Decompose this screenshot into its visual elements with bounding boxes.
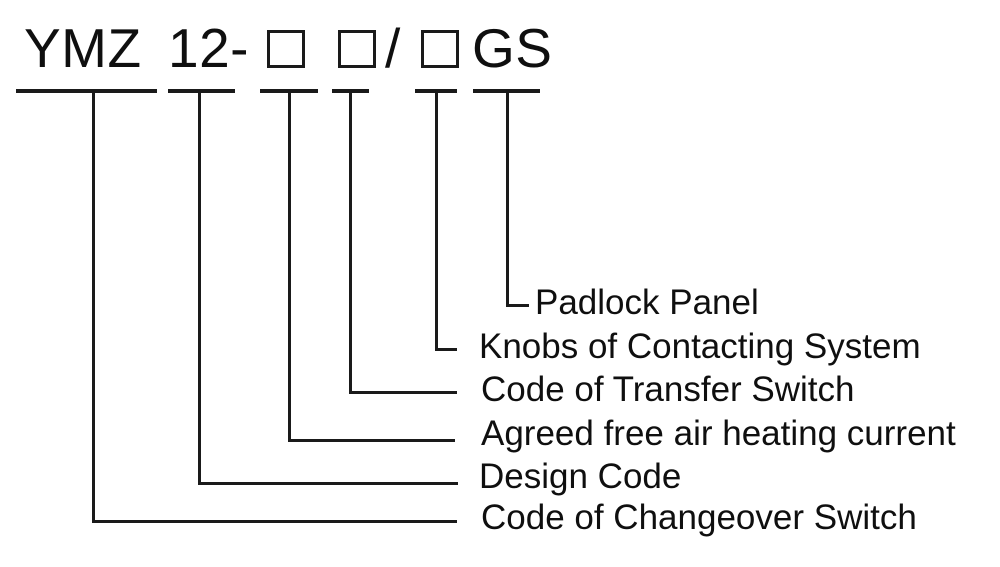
leader-vline-knobs — [435, 93, 438, 351]
leader-vline-changeover — [92, 93, 95, 523]
underline-design — [168, 89, 235, 93]
leader-hline-knobs — [435, 348, 457, 351]
leader-vline-agreed — [288, 93, 291, 442]
underline-box2 — [332, 89, 369, 93]
model-separator-text: / — [385, 17, 401, 79]
leader-hline-changeover — [92, 520, 457, 523]
label-code-of-transfer-switch: Code of Transfer Switch — [481, 370, 855, 409]
leader-hline-padlock — [506, 304, 529, 307]
leader-hline-agreed — [288, 439, 455, 442]
leader-hline-design — [198, 482, 458, 485]
model-suffix-text: GS — [472, 17, 553, 79]
placeholder-box-knobs-icon — [421, 30, 459, 68]
leader-hline-transfer — [349, 391, 457, 394]
label-code-of-changeover-switch: Code of Changeover Switch — [481, 498, 917, 537]
underline-box3 — [415, 89, 457, 93]
underline-suffix — [473, 89, 540, 93]
label-knobs-of-contacting-system: Knobs of Contacting System — [479, 327, 921, 366]
model-series-text: YMZ — [24, 17, 142, 79]
leader-vline-padlock — [506, 93, 509, 307]
label-padlock-panel: Padlock Panel — [535, 283, 759, 322]
placeholder-box-current-icon — [267, 30, 305, 68]
underline-box1 — [260, 89, 318, 93]
placeholder-box-transfer-icon — [338, 30, 376, 68]
leader-vline-design — [198, 93, 201, 485]
label-agreed-free-air-heating-current: Agreed free air heating current — [481, 414, 956, 453]
model-design-text: 12- — [168, 17, 249, 79]
leader-vline-transfer — [349, 93, 352, 394]
label-design-code: Design Code — [479, 457, 682, 496]
underline-series — [16, 89, 157, 93]
